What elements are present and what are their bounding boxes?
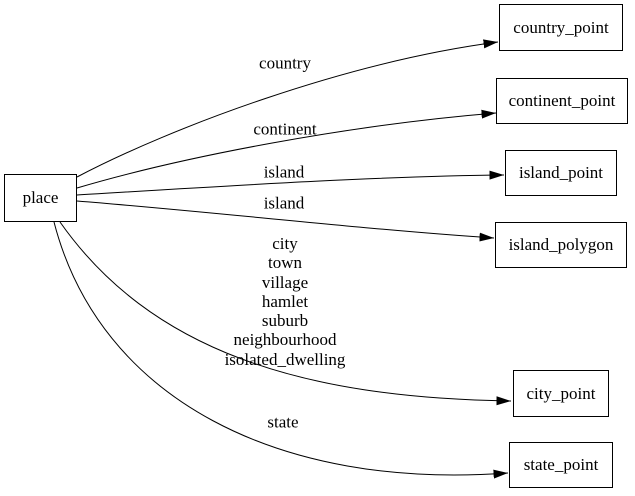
edge-place-city-point — [59, 221, 512, 406]
edge-label-line-isolated-dwelling: isolated_dwelling — [224, 349, 346, 369]
edge-label-line-city: city — [272, 234, 298, 253]
node-city-point: city_point — [513, 370, 609, 417]
edge-label-island-point: island — [263, 162, 305, 182]
edge-label-island-polygon: island — [263, 193, 305, 213]
node-country-point: country_point — [499, 4, 623, 51]
node-island-point: island_point — [505, 150, 617, 196]
edge-label-city-group: city town village hamlet suburb neighbou… — [225, 234, 346, 369]
node-city-point-label: city_point — [526, 383, 596, 403]
edge-label-line-village: village — [261, 272, 309, 292]
edge-place-country-point — [76, 39, 499, 178]
node-island-polygon: island_polygon — [495, 222, 627, 268]
edge-label-line-town: town — [268, 253, 302, 273]
node-state-point: state_point — [509, 442, 613, 488]
edge-label-country: country — [259, 53, 311, 73]
edge-place-state-point — [53, 221, 509, 479]
node-place-label: place — [22, 188, 59, 207]
node-country-point-label: country_point — [513, 17, 609, 37]
node-continent-point: continent_point — [496, 78, 628, 124]
edge-label-line-suburb: suburb — [261, 311, 309, 331]
edge-place-island-polygon — [76, 200, 495, 242]
edge-place-continent-point — [76, 109, 497, 189]
edge-place-island-point — [76, 170, 505, 196]
node-island-polygon-label: island_polygon — [508, 235, 614, 254]
edge-label-continent: continent — [253, 119, 317, 139]
node-place: place — [4, 174, 77, 222]
node-continent-point-label: continent_point — [508, 91, 616, 110]
edge-label-line-neighbourhood: neighbourhood — [233, 330, 337, 350]
edge-label-state: state — [267, 412, 299, 432]
edge-label-line-hamlet: hamlet — [261, 291, 309, 311]
node-island-point-label: island_point — [518, 163, 604, 182]
node-state-point-label: state_point — [523, 455, 599, 474]
